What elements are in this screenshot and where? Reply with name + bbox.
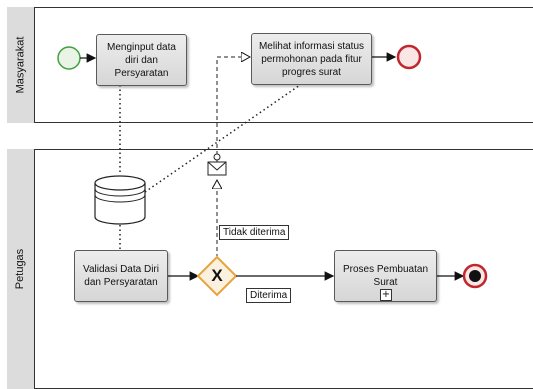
end-event-masyarakat: [396, 44, 422, 70]
gateway-x-symbol: X: [211, 266, 223, 285]
task-lihat-status-label: Melihat informasi status permohonan pada…: [258, 40, 365, 78]
task-validasi[interactable]: Validasi Data Diri dan Persyaratan: [74, 250, 168, 302]
end-event-petugas-core: [469, 270, 481, 282]
task-validasi-label: Validasi Data Diri dan Persyaratan: [83, 264, 159, 288]
message-envelope-icon: [207, 153, 227, 176]
lane-header-masyarakat: Masyarakat: [7, 7, 35, 123]
label-diterima: Diterima: [246, 288, 292, 303]
task-pembuatan-surat[interactable]: Proses Pembuatan Surat +: [334, 250, 437, 302]
start-event: [57, 46, 81, 70]
subprocess-plus-icon[interactable]: +: [380, 289, 392, 301]
task-pembuatan-surat-label: Proses Pembuatan Surat: [342, 264, 429, 288]
association-datastore-lihatstatus: [144, 84, 301, 193]
label-tidak-diterima: Tidak diterima: [219, 225, 290, 240]
task-menginput-data[interactable]: Menginput data diri dan Persyaratan: [96, 34, 187, 86]
task-lihat-status[interactable]: Melihat informasi status permohonan pada…: [251, 33, 372, 85]
data-store-icon: [94, 175, 146, 225]
lane-header-petugas: Petugas: [7, 149, 35, 389]
task-menginput-data-label: Menginput data diri dan Persyaratan: [107, 41, 176, 79]
exclusive-gateway: [196, 255, 238, 297]
